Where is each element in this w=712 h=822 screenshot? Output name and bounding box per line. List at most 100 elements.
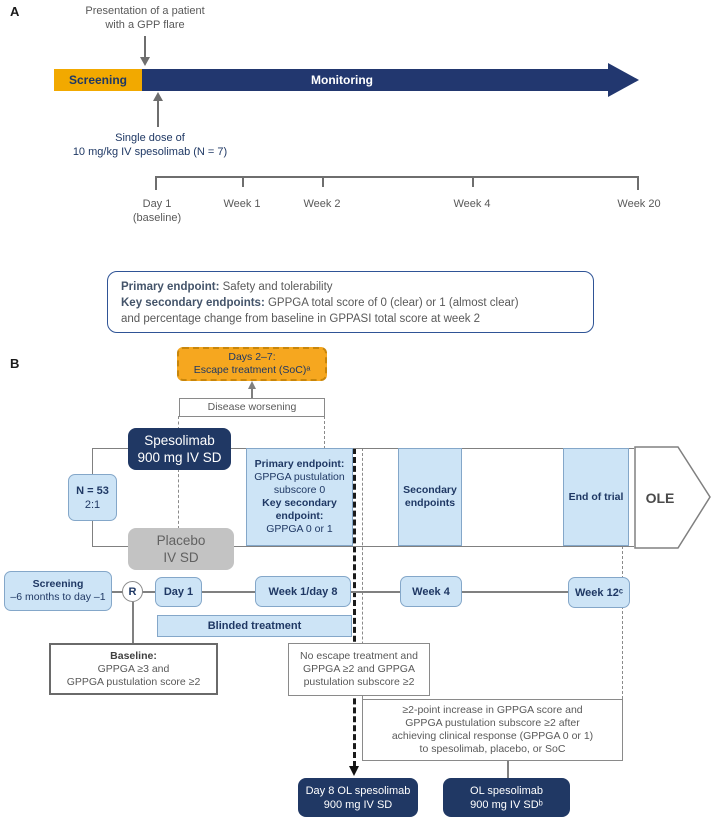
band-top-line — [92, 448, 634, 449]
escape-treatment-box: Days 2–7: Escape treatment (SoC)ᵃ — [177, 347, 327, 381]
escape-treatment-line1: Days 2–7: — [228, 351, 276, 363]
dashed-endoftrial-to-flarebox — [622, 546, 623, 699]
monitoring-bar-label: Monitoring — [311, 72, 373, 87]
timeline-label-week1-text: Week 1 — [223, 198, 261, 210]
tick-week1 — [242, 178, 244, 187]
monitoring-bar-label-wrap: Monitoring — [242, 69, 442, 91]
gpp-flare-arrow-line — [144, 36, 146, 58]
timeline-label-week4-text: Week 4 — [453, 198, 491, 210]
dashed-worsening-to-band — [324, 416, 325, 449]
screening-bar: Screening — [54, 69, 142, 91]
dose-arrowhead-icon — [153, 92, 163, 101]
day8-ol-line1: Day 8 OL spesolimab — [305, 784, 411, 797]
spesolimab-arm-box: Spesolimab 900 mg IV SD — [128, 428, 231, 470]
secondary-endpoints-line2: endpoints — [404, 497, 456, 509]
no-escape-criteria-box: No escape treatment and GPPGA ≥2 and GPP… — [288, 643, 430, 696]
randomization-circle: R — [122, 581, 143, 602]
timeline-connector — [112, 591, 602, 593]
endpoint-line2-bold: Key secondary endpoints: — [121, 297, 265, 309]
no-escape-line3: pustulation subscore ≥2 — [303, 676, 415, 688]
flare-criteria-line4: to spesolimab, placebo, or SoC — [419, 743, 566, 755]
tick-day1 — [155, 178, 157, 190]
escape-path-arrowhead-icon — [349, 766, 359, 776]
ol-spesolimab-line2: 900 mg IV SDᵇ — [470, 798, 543, 811]
endpoint-line1: Primary endpoint: Safety and tolerabilit… — [121, 279, 593, 295]
tick-week4 — [472, 178, 474, 187]
day8-ol-line2: 900 mg IV SD — [323, 798, 393, 811]
visit-week12-label: Week 12ᶜ — [574, 586, 623, 599]
endpoint-box: Primary endpoint: Safety and tolerabilit… — [107, 271, 594, 333]
timeline-label-week20: Week 20 — [599, 197, 679, 211]
visit-week12-box: Week 12ᶜ — [568, 577, 630, 608]
blinded-treatment-label: Blinded treatment — [207, 620, 302, 632]
flare-criteria-line1: ≥2-point increase in GPPGA score and — [402, 704, 583, 716]
ol-spesolimab-box: OL spesolimab 900 mg IV SDᵇ — [443, 778, 570, 817]
dose-note: Single dose of 10 mg/kg IV spesolimab (N… — [40, 131, 260, 159]
baseline-criteria-box: Baseline: GPPGA ≥3 and GPPGA pustulation… — [49, 643, 218, 695]
primary-endpoint-line1: Primary endpoint: — [254, 458, 345, 470]
n-value: N = 53 — [76, 484, 109, 497]
baseline-criteria-line1: Baseline: — [110, 649, 157, 662]
timeline-label-week2: Week 2 — [282, 197, 362, 211]
visit-week4-label: Week 4 — [412, 585, 450, 598]
disease-worsening-label: Disease worsening — [207, 401, 297, 413]
placebo-arm-line1: Placebo — [156, 533, 206, 548]
spesolimab-arm-line1: Spesolimab — [144, 433, 215, 448]
secondary-endpoints-line1: Secondary — [403, 484, 457, 496]
end-of-trial-box: End of trial — [563, 448, 629, 546]
flare-criteria-line2: GPPGA pustulation subscore ≥2 after — [405, 717, 580, 729]
day8-ol-spesolimab-box: Day 8 OL spesolimab 900 mg IV SD — [298, 778, 418, 817]
dose-arrow-line — [157, 99, 159, 127]
presentation-note-line2: with a GPP flare — [105, 19, 185, 31]
timeline-label-day1-l1: Day 1 — [142, 198, 172, 210]
timeline-ruler — [155, 176, 639, 190]
tick-week20 — [637, 178, 639, 190]
timeline-label-day1: Day 1 (baseline) — [117, 197, 197, 225]
timeline-label-week20-text: Week 20 — [617, 198, 661, 210]
monitoring-bar — [142, 69, 608, 91]
band-bottom-line — [92, 546, 634, 547]
tick-week2 — [322, 178, 324, 187]
escape-treatment-line2: Escape treatment (SoC)ᵃ — [193, 364, 311, 376]
ole-label-wrap: OLE — [634, 446, 686, 550]
timeline-label-week4: Week 4 — [432, 197, 512, 211]
screening-period-line1: Screening — [32, 578, 84, 590]
r-to-baseline-line — [132, 602, 134, 643]
secondary-endpoints-box: Secondary endpoints — [398, 448, 462, 546]
panel-b-label: B — [10, 356, 20, 371]
visit-day1-box: Day 1 — [155, 577, 202, 607]
visit-week1-day8-label: Week 1/day 8 — [268, 585, 338, 598]
endpoint-line1-bold: Primary endpoint: — [121, 281, 220, 293]
primary-endpoint-box: Primary endpoint: GPPGA pustulation subs… — [246, 448, 353, 546]
placebo-arm-box: Placebo IV SD — [128, 528, 234, 570]
screening-period-line2: –6 months to day –1 — [10, 591, 106, 603]
monitoring-arrowhead-icon — [608, 63, 639, 97]
placebo-arm-line2: IV SD — [163, 550, 199, 565]
n-randomization-box: N = 53 2:1 — [68, 474, 117, 521]
worsening-arrow-line — [251, 388, 253, 398]
worsening-arrowhead-icon — [248, 381, 256, 389]
screening-bar-label: Screening — [68, 72, 128, 87]
dose-note-line2: 10 mg/kg IV spesolimab (N = 7) — [72, 146, 228, 158]
primary-endpoint-line4: Key secondary — [262, 497, 337, 509]
timeline-label-week1: Week 1 — [202, 197, 282, 211]
presentation-note: Presentation of a patient with a GPP fla… — [55, 4, 235, 32]
dashed-escape-path — [353, 448, 356, 767]
ole-arrow-shape: OLE — [634, 446, 712, 550]
flare-to-ol-line — [507, 761, 509, 778]
flare-criteria-line3: achieving clinical response (GPPGA 0 or … — [391, 730, 594, 742]
flare-criteria-box: ≥2-point increase in GPPGA score and GPP… — [362, 699, 623, 761]
endpoint-line1-rest: Safety and tolerability — [219, 281, 333, 293]
randomization-label: R — [128, 585, 137, 598]
spesolimab-arm-line2: 900 mg IV SD — [137, 450, 222, 465]
endpoint-line3: and percentage change from baseline in G… — [121, 313, 481, 325]
timeline-label-day1-l2: (baseline) — [132, 212, 182, 224]
primary-endpoint-line2: GPPGA pustulation — [254, 471, 345, 483]
baseline-criteria-line2: GPPGA ≥3 and — [97, 662, 170, 675]
primary-endpoint-line5: endpoint: — [275, 510, 324, 522]
baseline-criteria-line3: GPPGA pustulation score ≥2 — [66, 675, 201, 688]
dashed-worsening-to-spesolimab — [178, 416, 179, 430]
dashed-spesolimab-to-placebo — [178, 469, 179, 529]
endpoint-line2-rest: GPPGA total score of 0 (clear) or 1 (alm… — [264, 297, 519, 309]
